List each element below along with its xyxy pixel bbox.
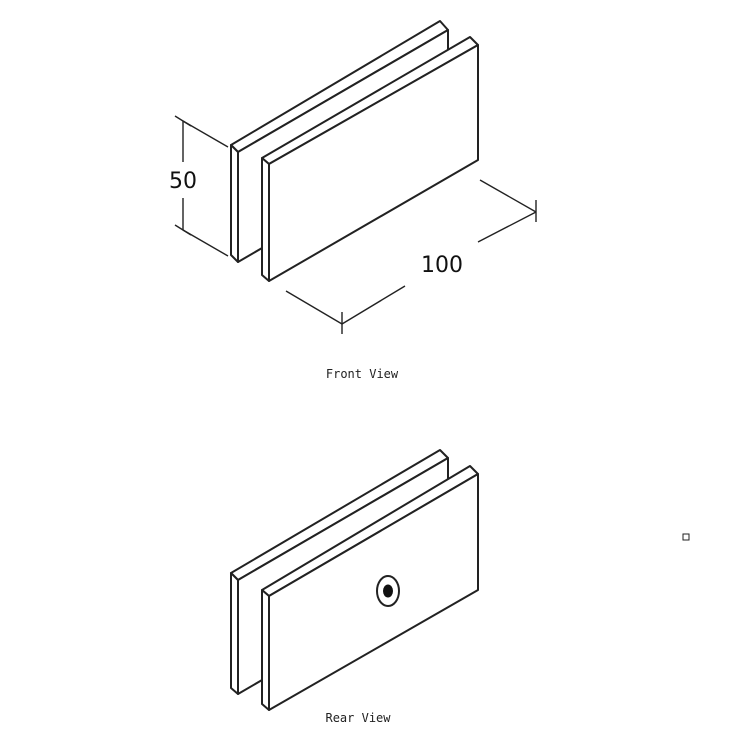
- length-dimension: 100: [285, 179, 537, 334]
- rear-front-plate: [261, 465, 479, 711]
- height-dimension: 50: [169, 115, 229, 257]
- height-dimension-label: 50: [169, 169, 197, 194]
- front-view-assembly: [230, 20, 479, 282]
- length-dimension-label: 100: [421, 253, 463, 278]
- front-front-plate: [261, 36, 479, 282]
- screw-hole-icon: [376, 575, 400, 607]
- rear-view-caption: Rear View: [325, 711, 391, 725]
- front-view-caption: Front View: [326, 367, 399, 381]
- small-square-marker: [682, 533, 690, 541]
- rear-view-assembly: [230, 449, 479, 711]
